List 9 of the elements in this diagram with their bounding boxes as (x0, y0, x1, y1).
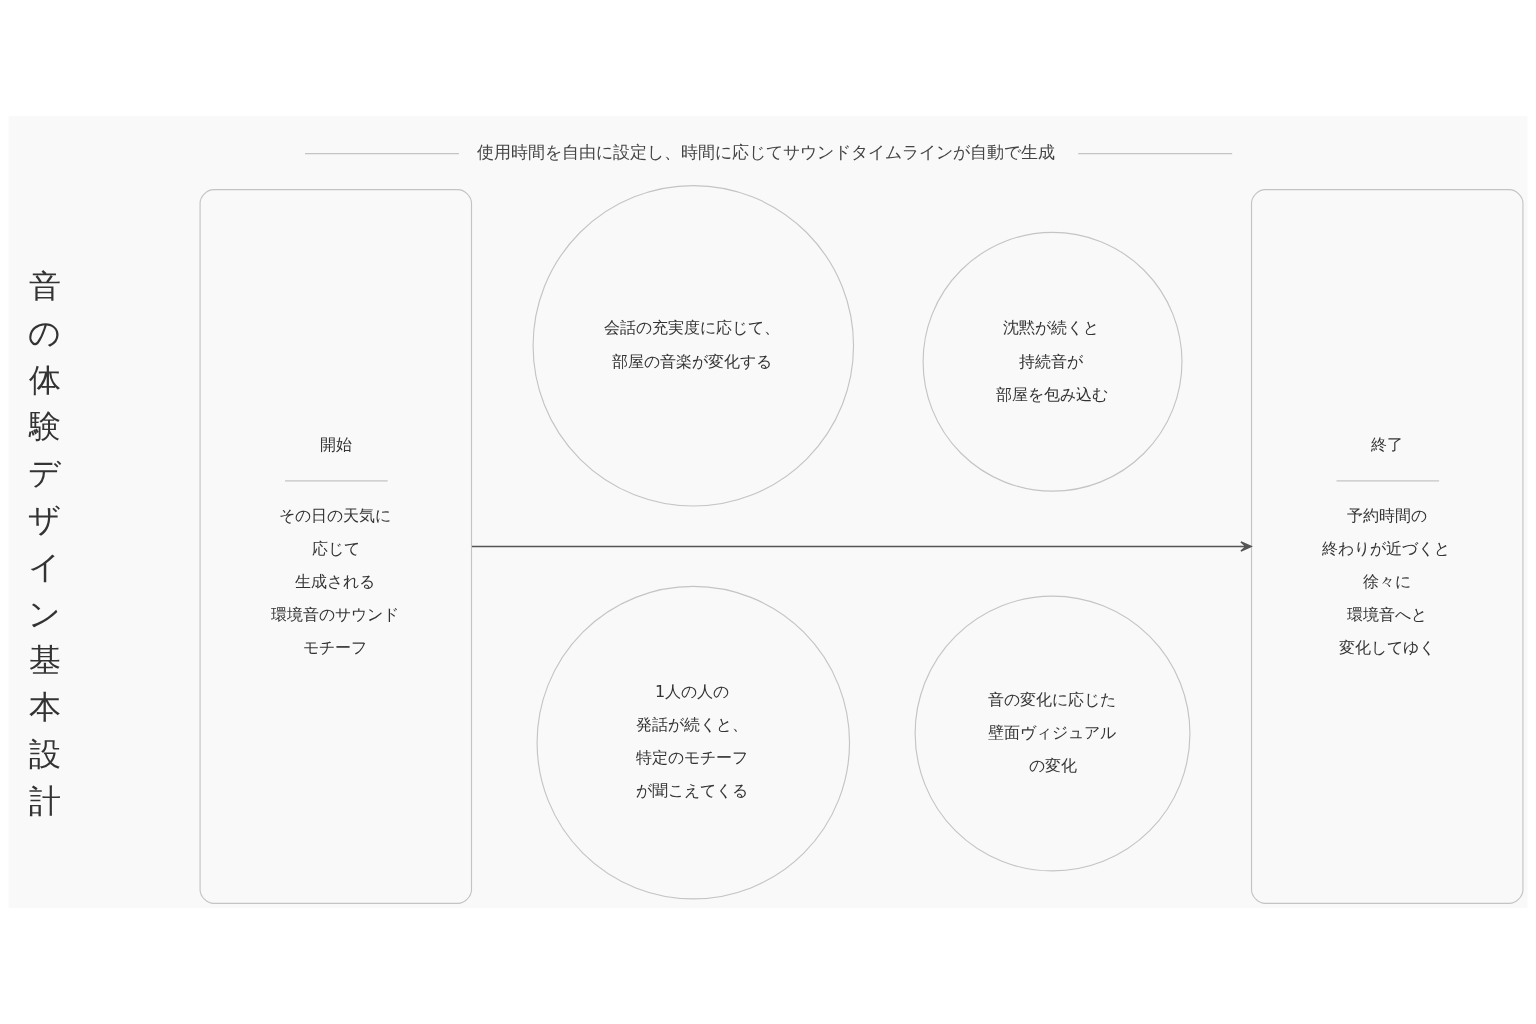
arrow (471, 541, 1252, 552)
node-box: 終了 予約時間の終わりが近づくと徐々に環境音へと変化してゆく (1250, 189, 1524, 904)
node-circle: 1人の人の発話が続くと、特定のモチーフが聞こえてくる (536, 585, 851, 900)
node-circle: 会話の充実度に応じて、部屋の音楽が変化する (532, 185, 855, 507)
node-circle: 音の変化に応じた壁面ヴィジュアルの変化 (914, 595, 1191, 872)
diagram-title: 使用時間を自由に設定し、時間に応じてサウンドタイムラインが自動で生成 (477, 141, 1056, 162)
node-circle: 沈黙が続くと持続音が部屋を包み込む (922, 231, 1183, 492)
node-box: 開始 その日の天気に応じて生成される環境音のサウンドモチーフ (199, 189, 473, 904)
label: 音の体験デザイン基本設計 (28, 267, 62, 820)
